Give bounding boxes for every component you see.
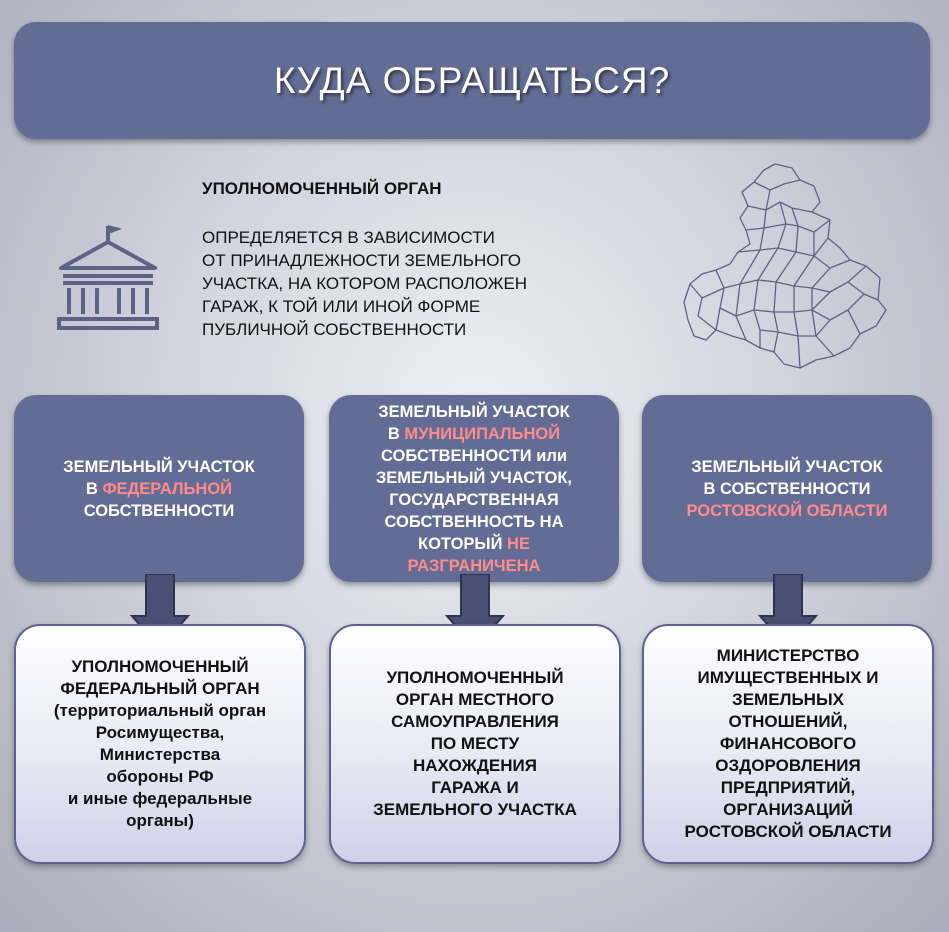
land-type-line: РОСТОВСКОЙ ОБЛАСТИ	[687, 500, 888, 522]
land-type-line: ЗЕМЕЛЬНЫЙ УЧАСТОК	[63, 456, 254, 478]
authority-line: ПО МЕСТУ	[430, 734, 520, 753]
land-type-line: В ФЕДЕРАЛЬНОЙ	[63, 478, 254, 500]
authority-line: УПОЛНОМОЧЕННЫЙ	[386, 668, 564, 687]
regional-land-box: ЗЕМЕЛЬНЫЙ УЧАСТОК В СОБСТВЕННОСТИ РОСТОВСК…	[642, 395, 932, 582]
page-title: КУДА ОБРАЩАТЬСЯ?	[273, 59, 671, 101]
federal-authority-text: УПОЛНОМОЧЕННЫЙ ФЕДЕРАЛЬНЫЙ ОРГАН (террит…	[54, 656, 266, 832]
description-line: ГАРАЖ, К ТОЙ ИЛИ ИНОЙ ФОРМЕ	[202, 297, 481, 316]
government-building-icon	[57, 225, 159, 330]
text-segment: СОБСТВЕННОСТИ	[83, 501, 235, 520]
authority-line: Министерства	[99, 745, 221, 764]
description-line: ПУБЛИЧНОЙ СОБСТВЕННОСТИ	[202, 320, 467, 339]
authority-line: МИНИСТЕРСТВО	[716, 646, 860, 665]
land-type-line: РАЗГРАНИЧЕНА	[376, 555, 572, 577]
land-type-line: ГОСУДАРСТВЕННАЯ	[376, 489, 572, 511]
authority-line: НАХОЖДЕНИЯ	[413, 756, 537, 775]
authority-line: ИМУЩЕСТВЕННЫХ И	[697, 668, 879, 687]
description-line: ОТ ПРИНАДЛЕЖНОСТИ ЗЕМЕЛЬНОГО	[202, 251, 521, 270]
authority-line: ПРЕДПРИЯТИЙ,	[720, 778, 856, 797]
land-type-line: КОТОРЫЙ НЕ	[376, 533, 572, 555]
text-segment: ЗЕМЕЛЬНЫЙ УЧАСТОК	[63, 457, 255, 476]
local-authority-box: УПОЛНОМОЧЕННЫЙ ОРГАН МЕСТНОГО САМОУПРАВЛ…	[329, 624, 621, 864]
authority-line: ГАРАЖА И	[431, 778, 519, 797]
text-segment: КОТОРЫЙ	[418, 534, 508, 553]
highlighted-text: НЕ	[507, 534, 530, 553]
authority-line: Росимущества,	[95, 723, 225, 742]
authority-line: ФЕДЕРАЛЬНЫЙ ОРГАН	[60, 679, 260, 698]
authority-line: УПОЛНОМОЧЕННЫЙ	[71, 657, 249, 676]
authority-line: РОСТОВСКОЙ ОБЛАСТИ	[684, 822, 892, 841]
highlighted-text: РАЗГРАНИЧЕНА	[407, 556, 541, 575]
regional-ministry-box: МИНИСТЕРСТВО ИМУЩЕСТВЕННЫХ И ЗЕМЕЛЬНЫХ О…	[642, 624, 934, 864]
text-segment: СОБСТВЕННОСТИ или	[381, 446, 567, 465]
text-segment: ЗЕМЕЛЬНЫЙ УЧАСТОК	[378, 402, 570, 421]
regional-land-text: ЗЕМЕЛЬНЫЙ УЧАСТОК В СОБСТВЕННОСТИ РОСТОВСК…	[687, 456, 888, 522]
land-type-line: СОБСТВЕННОСТИ	[63, 500, 254, 522]
authority-description: ОПРЕДЕЛЯЕТСЯ В ЗАВИСИМОСТИ ОТ ПРИНАДЛЕЖН…	[202, 226, 592, 341]
land-type-line: В МУНИЦИПАЛЬНОЙ	[376, 423, 572, 445]
text-segment: В	[85, 479, 103, 498]
authority-line: ОЗДОРОВЛЕНИЯ	[715, 756, 861, 775]
highlighted-text: РОСТОВСКОЙ ОБЛАСТИ	[686, 501, 888, 520]
description-line: ОПРЕДЕЛЯЕТСЯ В ЗАВИСИМОСТИ	[202, 228, 495, 247]
land-type-line: ЗЕМЕЛЬНЫЙ УЧАСТОК	[687, 456, 888, 478]
local-authority-text: УПОЛНОМОЧЕННЫЙ ОРГАН МЕСТНОГО САМОУПРАВЛ…	[373, 667, 577, 821]
text-segment: ЗЕМЕЛЬНЫЙ УЧАСТОК	[691, 457, 883, 476]
description-line: УЧАСТКА, НА КОТОРОМ РАСПОЛОЖЕН	[202, 274, 528, 293]
title-banner: КУДА ОБРАЩАТЬСЯ?	[14, 22, 930, 139]
federal-authority-box: УПОЛНОМОЧЕННЫЙ ФЕДЕРАЛЬНЫЙ ОРГАН (террит…	[14, 624, 306, 864]
text-segment: В	[387, 424, 405, 443]
authority-line: ЗЕМЕЛЬНЫХ	[732, 690, 844, 709]
text-segment: СОБСТВЕННОСТЬ НА	[384, 512, 564, 531]
authority-line: ЗЕМЕЛЬНОГО УЧАСТКА	[373, 800, 577, 819]
authority-heading: УПОЛНОМОЧЕННЫЙ ОРГАН	[202, 179, 442, 198]
text-segment: ГОСУДАРСТВЕННАЯ	[389, 490, 559, 509]
authority-line: САМОУПРАВЛЕНИЯ	[391, 712, 559, 731]
highlighted-text: МУНИЦИПАЛЬНОЙ	[404, 424, 561, 443]
land-type-line: СОБСТВЕННОСТИ или	[376, 445, 572, 467]
regional-ministry-text: МИНИСТЕРСТВО ИМУЩЕСТВЕННЫХ И ЗЕМЕЛЬНЫХ О…	[684, 645, 891, 843]
rostov-region-map-icon	[683, 163, 887, 369]
authority-line: (территориальный орган	[53, 701, 267, 720]
authority-line: обороны РФ	[106, 767, 214, 786]
land-type-line: В СОБСТВЕННОСТИ	[687, 478, 888, 500]
text-segment: ЗЕМЕЛЬНЫЙ УЧАСТОК,	[375, 468, 573, 487]
authority-line: органы)	[126, 811, 194, 830]
land-type-line: ЗЕМЕЛЬНЫЙ УЧАСТОК	[376, 401, 572, 423]
authority-line: и иные федеральные	[67, 789, 253, 808]
highlighted-text: ФЕДЕРАЛЬНОЙ	[102, 479, 233, 498]
authority-line: ФИНАНСОВОГО	[719, 734, 857, 753]
land-type-line: СОБСТВЕННОСТЬ НА	[376, 511, 572, 533]
text-segment: В СОБСТВЕННОСТИ	[703, 479, 871, 498]
authority-line: ОРГАНИЗАЦИЙ	[723, 800, 853, 819]
authority-line: ОРГАН МЕСТНОГО	[395, 690, 555, 709]
authority-line: ОТНОШЕНИЙ,	[728, 712, 848, 731]
land-type-line: ЗЕМЕЛЬНЫЙ УЧАСТОК,	[376, 467, 572, 489]
